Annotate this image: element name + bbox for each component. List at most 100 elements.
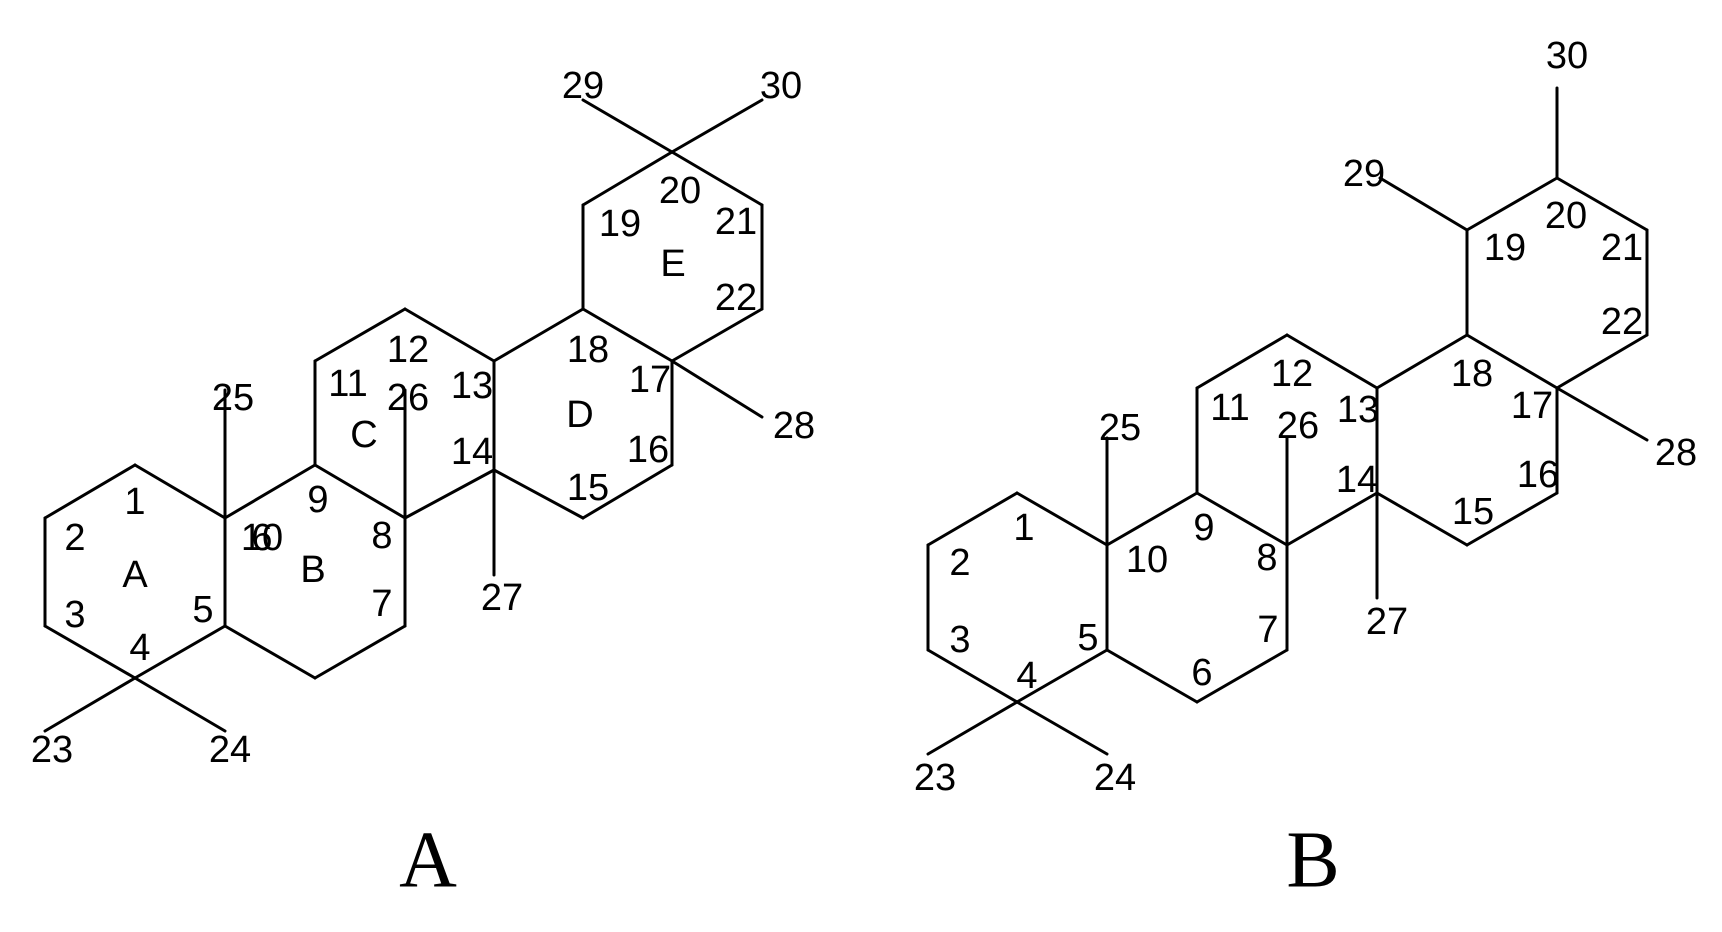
atom-label-1: 1 (1013, 507, 1034, 549)
atom-label-25: 25 (212, 377, 254, 419)
bond-c20-m29 (581, 98, 674, 154)
atom-label-5: 5 (192, 589, 213, 631)
bond-c19-m29 (1378, 176, 1469, 232)
atom-label-18: 18 (1451, 353, 1493, 395)
bond-c22-c17 (1555, 333, 1649, 390)
atom-label-12: 12 (387, 329, 429, 371)
bond-c20-c21 (1555, 176, 1649, 232)
atom-label-6: 6 (1191, 652, 1212, 694)
bond-c14-c8 (1285, 491, 1379, 547)
bond-c8-c9 (313, 463, 407, 520)
atom-label-22: 22 (1601, 301, 1643, 343)
bond-c4-c5 (133, 624, 227, 680)
bond-c10-c1 (1015, 491, 1109, 547)
atom-label-6: 6 (251, 517, 272, 559)
bond-c9-c10 (1105, 491, 1199, 547)
atom-label-7: 7 (1257, 609, 1278, 651)
atom-label-8: 8 (1256, 537, 1277, 579)
structure-title: B (1286, 816, 1339, 904)
bond-c12-c13 (403, 307, 496, 363)
atom-label-5: 5 (1077, 617, 1098, 659)
atom-label-24: 24 (209, 729, 251, 771)
bond-c8-c9 (1195, 491, 1289, 547)
bond-c19-c20 (581, 150, 674, 207)
bond-c5-c6 (223, 624, 317, 680)
bond-c19-c20 (1465, 176, 1559, 232)
atom-label-15: 15 (1452, 491, 1494, 533)
atom-label-16: 16 (1517, 454, 1559, 496)
atom-label-13: 13 (1337, 389, 1379, 431)
atom-label-16: 16 (627, 429, 669, 471)
atom-label-8: 8 (371, 515, 392, 557)
atom-label-29: 29 (1343, 153, 1385, 195)
bond-c5-c6 (1105, 648, 1199, 704)
atom-label-21: 21 (715, 201, 757, 243)
atom-label-26: 26 (387, 377, 429, 419)
bond-c9-c10 (223, 463, 317, 520)
bond-c12-c13 (1285, 333, 1379, 390)
atom-label-14: 14 (451, 431, 493, 473)
atom-label-17: 17 (629, 359, 671, 401)
atom-label-18: 18 (567, 329, 609, 371)
atom-label-20: 20 (659, 170, 701, 212)
bond-c1-c2 (43, 463, 137, 520)
atom-label-19: 19 (599, 203, 641, 245)
bond-c17-m28 (670, 359, 764, 419)
ring-label-b: B (300, 549, 325, 591)
bond-c3-c4 (926, 648, 1019, 704)
atom-label-27: 27 (481, 577, 523, 619)
atom-label-26: 26 (1277, 405, 1319, 447)
atom-label-11: 11 (328, 363, 367, 405)
ring-label-a: A (122, 554, 148, 596)
bond-c22-c17 (670, 307, 764, 363)
atom-label-21: 21 (1601, 227, 1643, 269)
atom-label-23: 23 (914, 757, 956, 799)
atom-label-7: 7 (371, 583, 392, 625)
bond-c17-c18 (581, 307, 674, 363)
atom-label-22: 22 (715, 277, 757, 319)
atom-label-13: 13 (451, 365, 493, 407)
bond-c11-c12 (313, 307, 407, 363)
ring-label-e: E (660, 243, 685, 285)
atom-label-10: 10 (241, 517, 283, 559)
atom-label-14: 14 (1336, 459, 1378, 501)
bond-c1-c2 (926, 491, 1019, 547)
atom-label-2: 2 (949, 542, 970, 584)
atom-label-29: 29 (562, 65, 604, 107)
structure-title: A (399, 816, 457, 904)
bond-c4-m24 (1015, 700, 1109, 756)
bond-c17-m28 (1555, 386, 1649, 442)
atom-label-19: 19 (1484, 227, 1526, 269)
atom-label-15: 15 (567, 467, 609, 509)
atom-label-30: 30 (760, 65, 802, 107)
bond-c4-m23 (43, 676, 137, 733)
bond-c14-c15 (492, 468, 585, 520)
bond-c4-c5 (1015, 648, 1109, 704)
bond-c3-c4 (43, 624, 137, 680)
bond-c20-m30 (670, 98, 764, 154)
atom-label-3: 3 (949, 619, 970, 661)
bond-c14-c8 (403, 468, 496, 520)
atom-label-1: 1 (124, 481, 145, 523)
bond-c18-c13 (492, 307, 585, 363)
bond-c17-c18 (1465, 333, 1559, 390)
atom-label-4: 4 (1016, 655, 1037, 697)
atom-label-27: 27 (1366, 601, 1408, 643)
atom-label-11: 11 (1210, 387, 1249, 429)
atom-label-4: 4 (129, 627, 150, 669)
atom-label-12: 12 (1271, 353, 1313, 395)
bond-c15-c16 (581, 463, 674, 520)
atom-label-9: 9 (307, 479, 328, 521)
bond-c4-m23 (926, 700, 1019, 756)
bond-c18-c13 (1375, 333, 1469, 390)
atom-label-23: 23 (31, 729, 73, 771)
bond-c14-c15 (1375, 491, 1469, 547)
atom-label-30: 30 (1546, 35, 1588, 77)
bond-c4-m24 (133, 676, 227, 733)
bond-c11-c12 (1195, 333, 1289, 390)
atom-label-25: 25 (1099, 407, 1141, 449)
atom-label-28: 28 (1655, 432, 1697, 474)
ring-label-d: D (566, 394, 593, 436)
